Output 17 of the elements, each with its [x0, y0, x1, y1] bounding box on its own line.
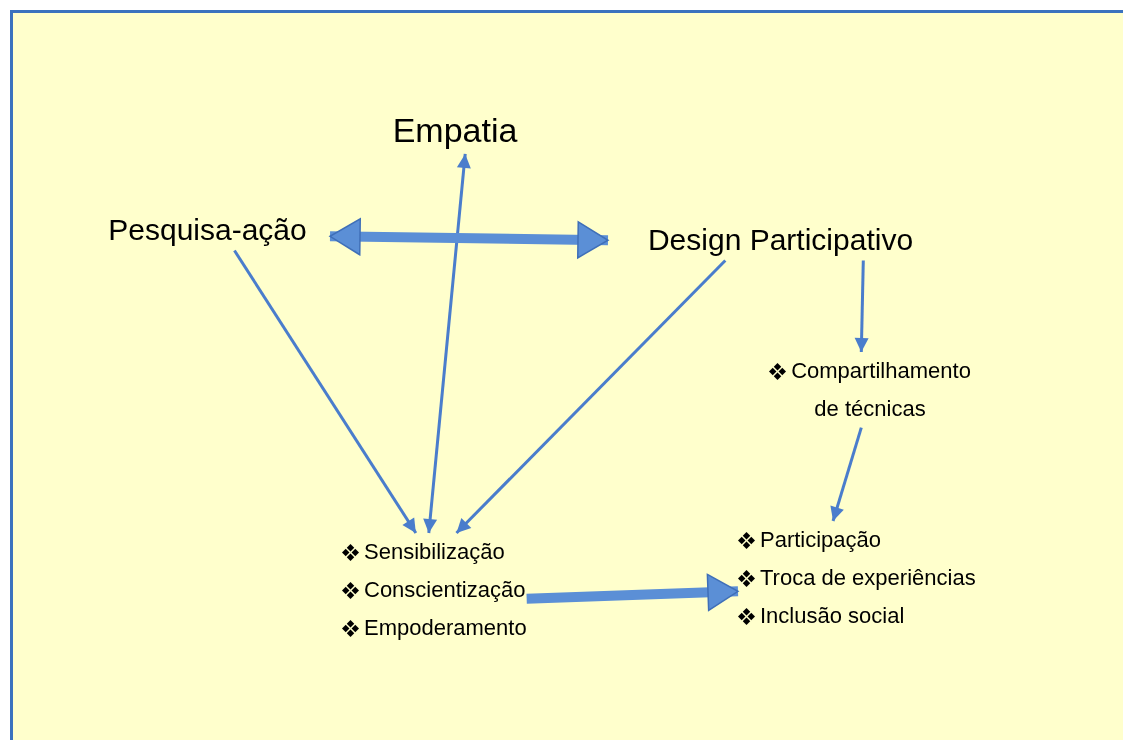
list-item: Conscientização: [364, 576, 526, 602]
concept-label: Design Participativo: [647, 223, 914, 256]
block-arrow: [329, 218, 609, 259]
concept-label: Pesquisa-ação: [108, 213, 307, 246]
list-item: Empoderamento: [364, 614, 527, 640]
arrow: [423, 153, 471, 534]
concept-label: Empatia: [392, 111, 518, 149]
list-item: Sensibilização: [364, 539, 505, 564]
block-arrow: [526, 573, 739, 612]
list-item: Compartilhamento de técnicas: [791, 358, 971, 421]
list-item: Inclusão social: [760, 602, 905, 628]
arrow: [830, 427, 863, 522]
list-item: Participação: [760, 527, 882, 552]
arrow: [233, 249, 418, 534]
list-item: Troca de experiências: [760, 564, 976, 590]
arrow: [854, 260, 869, 353]
arrow: [455, 259, 727, 535]
